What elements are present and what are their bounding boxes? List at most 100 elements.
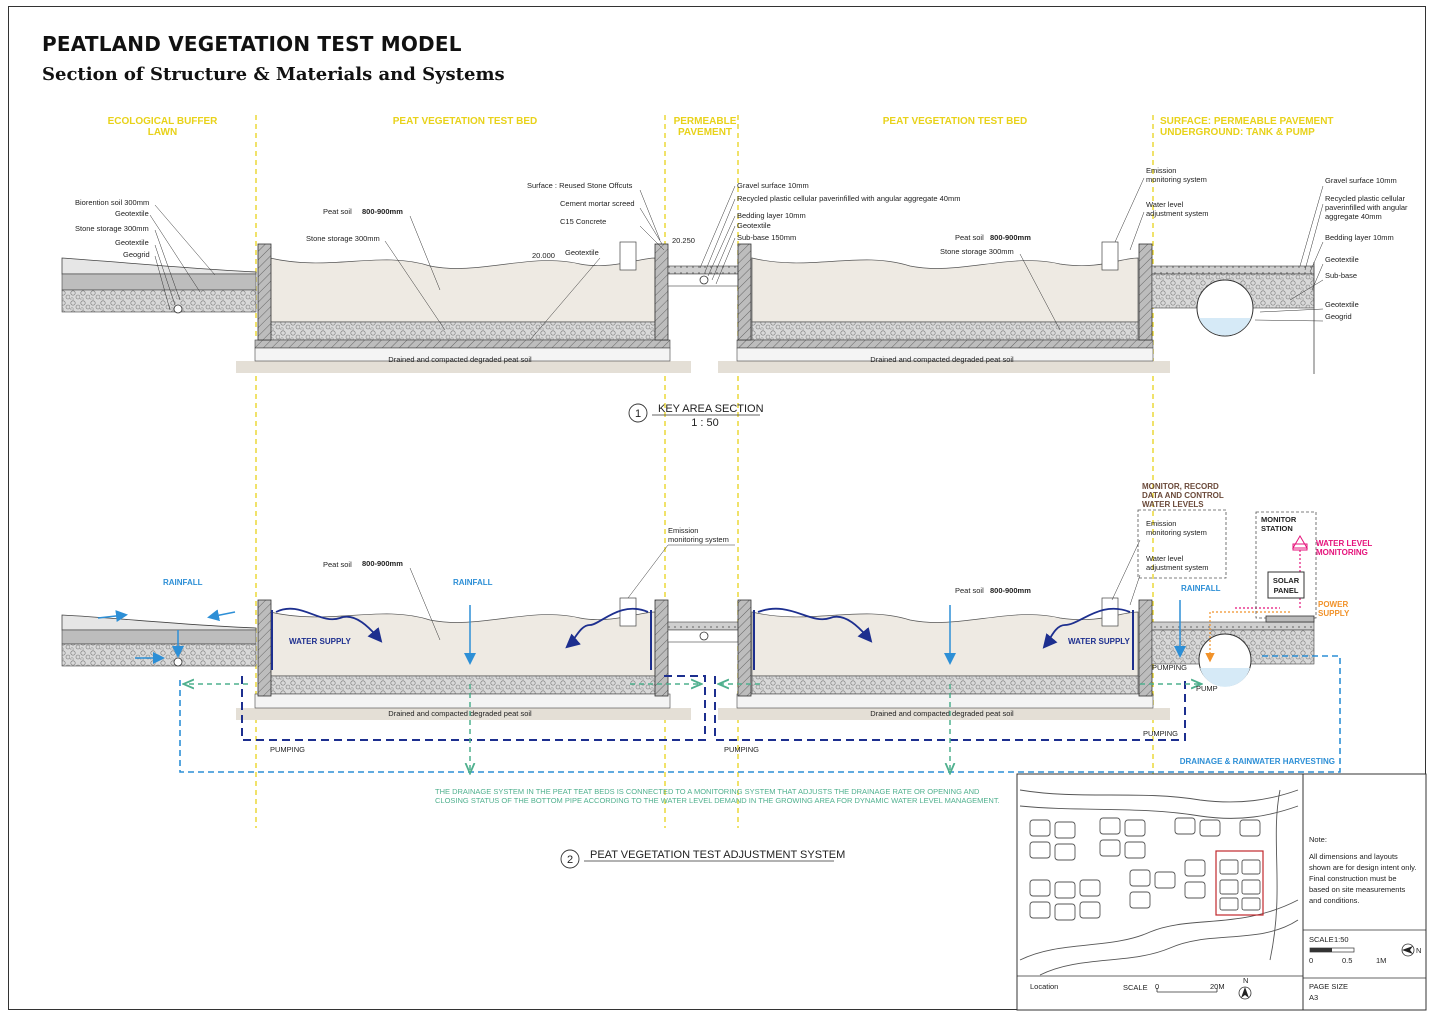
note-block: Note: All dimensions and layouts shown a… [1309,834,1419,906]
right-north-label: N [1416,946,1421,955]
s1-right-label-8: Geogrid [1325,312,1352,321]
s1-right-label-1: Recycled plastic cellular [1325,194,1406,203]
s2-pumping-3: PUMPING [1143,729,1178,738]
loc-north-label: N [1243,976,1248,985]
s1-drained-label-1: Drained and compacted degraded peat soil [388,355,532,364]
s2-note-b: CLOSING STATUS OF THE BOTTOM PIPE ACCORD… [435,796,1000,805]
s2-drained-label-2: Drained and compacted degraded peat soil [870,709,1014,718]
s2-water-a: Water level [1146,554,1184,563]
note-body: All dimensions and layouts shown are for… [1309,852,1417,905]
s2-emission-d: monitoring system [1146,528,1207,537]
s2-note-a: THE DRAINAGE SYSTEM IN THE PEAT TEAT BED… [435,787,980,796]
s1-bed2-peat: Peat soil [955,233,984,242]
s1-right-label-3: aggregate 40mm [1325,212,1382,221]
s1-right-label-4: Bedding layer 10mm [1325,233,1394,242]
scale-tick-2: 1M [1376,956,1386,965]
s1-bed1-peat-depth: 800-900mm [362,207,403,216]
s2-drainage: DRAINAGE & RAINWATER HARVESTING [1180,757,1335,766]
site-highlight [1215,850,1264,916]
s2-water-level-a: WATER LEVEL [1316,539,1372,548]
s2-pumping-4: PUMPING [1152,663,1187,672]
s1-pave-label-3: Geotextile [737,221,771,230]
s2-monitor-a: MONITOR, RECORD [1142,482,1219,491]
s1-water-2: adjustment system [1146,209,1209,218]
s2-drained-label-1: Drained and compacted degraded peat soil [388,709,532,718]
s2-station-a: MONITOR [1261,515,1297,524]
s2-emission-c: Emission [1146,519,1176,528]
s1-bed2-stone: Stone storage 300mm [940,247,1014,256]
zone-label-pavement-a: PERMEABLE [673,116,737,127]
s1-bed1-peat: Peat soil [323,207,352,216]
s1-right-label-5: Geotextile [1325,255,1359,264]
s1-pave-label-4: Sub-base 150mm [737,233,796,242]
s2-monitor-c: WATER LEVELS [1142,500,1204,509]
s1-pave-label-2: Bedding layer 10mm [737,211,806,220]
s1-drained-label-2: Drained and compacted degraded peat soil [870,355,1014,364]
zone-label-tank-a: SURFACE: PERMEABLE PAVEMENT [1160,116,1334,127]
zone-dividers [255,115,1154,828]
s1-left-label-2: Stone storage 300mm [75,224,149,233]
s2-emission-a: Emission [668,526,698,535]
scale-label: SCALE [1309,935,1334,944]
scale-value: 1:50 [1334,935,1349,944]
s1-emission-2: monitoring system [1146,175,1207,184]
s2-name: PEAT VEGETATION TEST ADJUSTMENT SYSTEM [590,849,845,861]
scale-tick-0: 0 [1309,956,1313,965]
s2-peat-depth-1: 800-900mm [362,559,403,568]
s1-left-label-1: Geotextile [115,209,149,218]
page-size-label: PAGE SIZE [1309,982,1348,991]
page-subtitle: Section of Structure & Materials and Sys… [42,64,505,85]
s2-peat-depth-2: 800-900mm [990,586,1031,595]
s2-solar-a: SOLAR [1273,576,1300,585]
s2-power-a: POWER [1318,600,1348,609]
s1-name: KEY AREA SECTION [658,403,764,415]
s1-pave-label-1: Recycled plastic cellular paverinfilled … [737,194,960,203]
s2-water-b: adjustment system [1146,563,1209,572]
s1-surface-label-1: Cement mortar screed [560,199,635,208]
s1-emission-1: Emission [1146,166,1176,175]
s2-rainfall-1: RAINFALL [163,578,203,587]
zone-label-tank-b: UNDERGROUND: TANK & PUMP [1160,127,1315,138]
zone-label-test-bed-1: PEAT VEGETATION TEST BED [392,116,538,127]
section-1-drawing: Drained and compacted degraded peat soil… [61,166,1408,429]
s1-pave-label-0: Gravel surface 10mm [737,181,809,190]
scale-tick-1: 0.5 [1342,956,1352,965]
section-2-drawing: Drained and compacted degraded peat soil… [61,482,1372,869]
s2-solar-b: PANEL [1274,586,1299,595]
s1-bed2-peat-depth: 800-900mm [990,233,1031,242]
s2-pumping-1: PUMPING [270,745,305,754]
s2-water-level-b: MONITORING [1316,548,1368,557]
north-arrow-right [1401,943,1415,957]
s2-power-b: SUPPLY [1318,609,1350,618]
loc-scale-tick-0: 0 [1155,982,1159,991]
loc-scale-tick-1: 20M [1210,982,1225,991]
s2-peat-1: Peat soil [323,560,352,569]
s1-right-label-6: Sub-base [1325,271,1357,280]
s2-number: 2 [567,854,573,866]
s1-left-label-0: Biorention soil 300mm [75,198,149,207]
s1-surface-label-0: Surface : Reused Stone Offcuts [527,181,633,190]
s1-level-2: 20.250 [672,236,695,245]
s1-left-label-4: Geogrid [123,250,150,259]
s1-left-label-3: Geotextile [115,238,149,247]
note-title: Note: [1309,835,1327,844]
location-map [1019,789,1299,976]
zone-label-pavement-b: PAVEMENT [677,127,733,138]
s1-level-1: 20.000 [532,251,555,260]
s2-pumping-2: PUMPING [724,745,759,754]
s2-monitor-b: DATA AND CONTROL [1142,491,1224,500]
s1-right-label-2: paverinfilled with angular [1325,203,1408,212]
zone-label-buffer-lawn: ECOLOGICAL BUFFER LAWN [107,116,218,138]
s2-rainfall-3: RAINFALL [1181,584,1221,593]
s2-pump: PUMP [1196,684,1218,693]
s1-number: 1 [635,408,641,420]
s1-surface-label-2: C15 Concrete [560,217,606,226]
map-plots [1029,817,1261,921]
title-block: N N Location SCALE 0 20M SCALE 1:50 0 0.… [1016,773,1427,1011]
page-size-value: A3 [1309,993,1318,1002]
s1-bed1-stone: Stone storage 300mm [306,234,380,243]
s2-water-supply-1: WATER SUPPLY [289,637,351,646]
s1-right-label-0: Gravel surface 10mm [1325,176,1397,185]
